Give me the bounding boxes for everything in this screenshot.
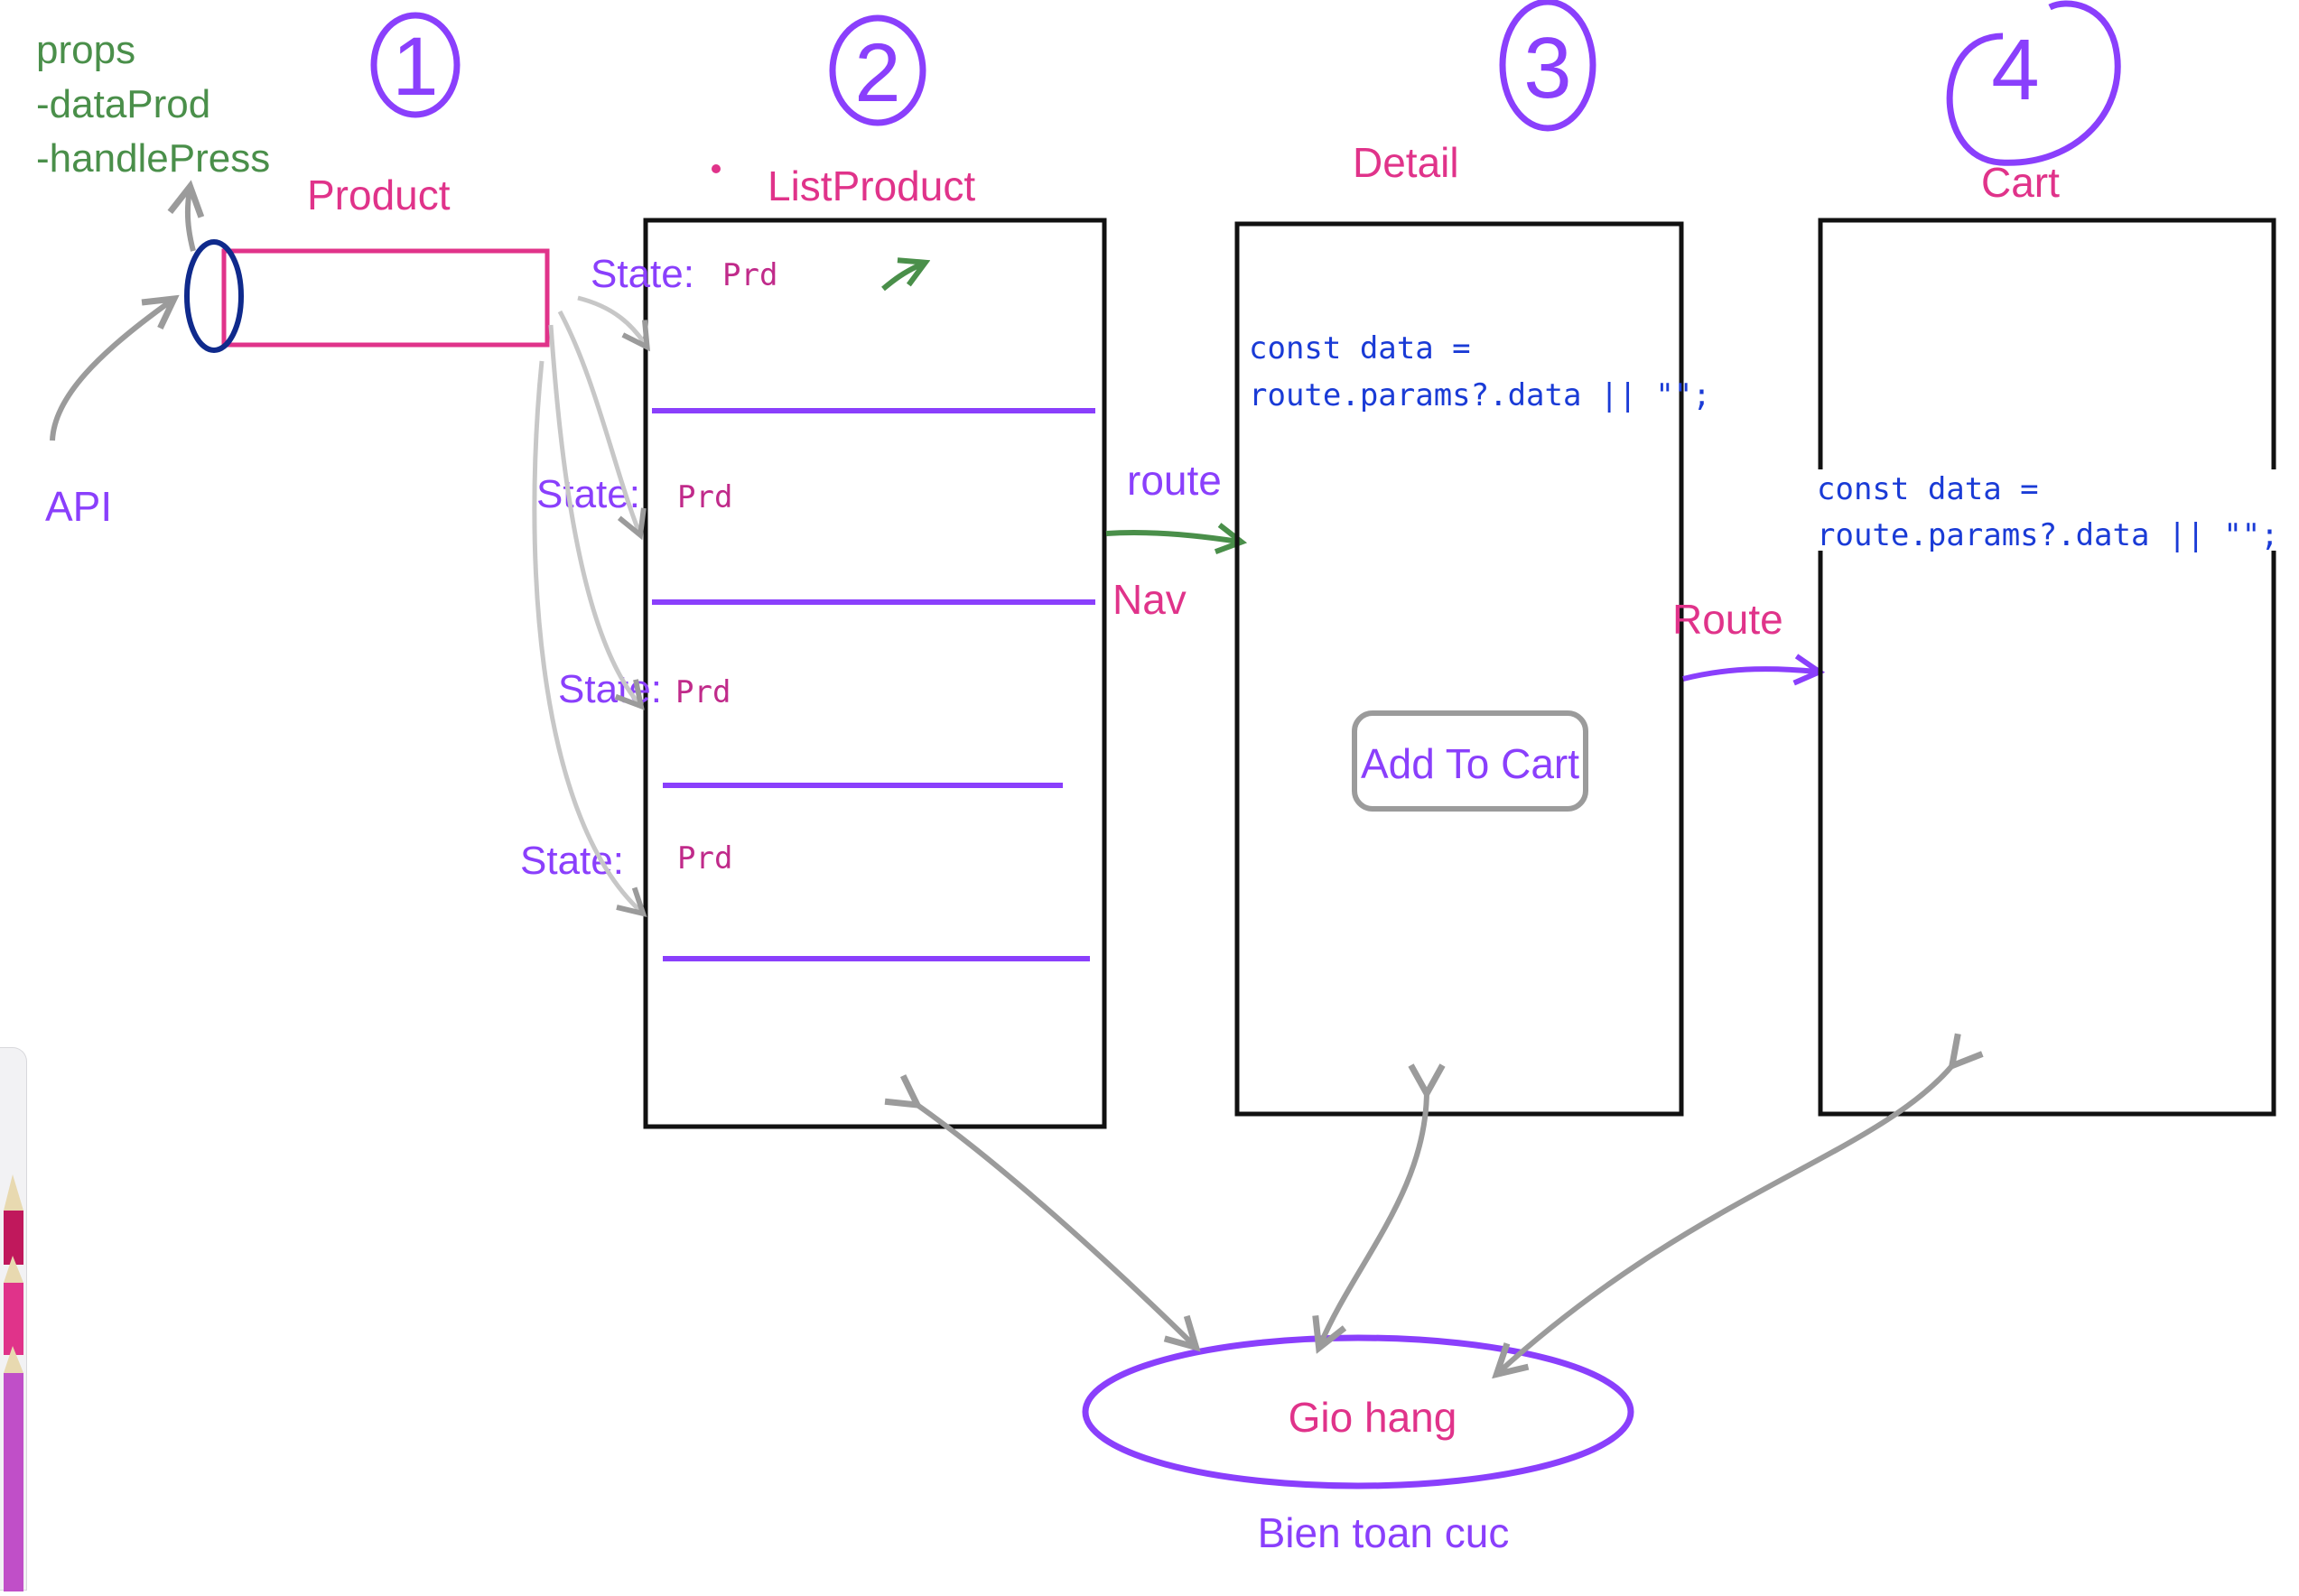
props-arrow	[188, 190, 193, 252]
svg-text:Prd: Prd	[677, 479, 732, 515]
route-upper-label: Route	[1672, 596, 1783, 643]
step-3-badge: 3	[1499, 0, 1596, 132]
api-label: API	[45, 483, 112, 530]
svg-text:State:: State:	[591, 252, 694, 296]
listproduct-screen	[643, 218, 1107, 1129]
props-title: props	[36, 28, 135, 72]
nav-label: Nav	[1112, 576, 1187, 623]
product-props-circle	[184, 239, 244, 353]
route-arrow	[1682, 669, 1817, 679]
product-label: Product	[307, 172, 451, 218]
route-label: route	[1127, 457, 1222, 504]
product-box	[221, 248, 550, 348]
step-1-badge: 1	[370, 12, 461, 118]
listproduct-label: ListProduct	[768, 162, 975, 209]
pencil-tool-dock[interactable]	[0, 1047, 27, 1591]
step-3-number: 3	[1523, 20, 1571, 116]
add-to-cart-button[interactable]: Add To Cart	[1352, 710, 1588, 812]
cart-label: Cart	[1981, 159, 2060, 206]
svg-text:Add To Cart: Add To Cart	[1361, 740, 1579, 787]
svg-text:Prd: Prd	[722, 257, 777, 293]
svg-text:Prd: Prd	[677, 840, 732, 877]
cart-code-line-2: route.params?.data || "";	[1817, 517, 2279, 553]
step-2-number: 2	[854, 27, 900, 119]
step-1-number: 1	[392, 21, 438, 113]
list-item: State: Prd	[520, 839, 732, 883]
detail-label: Detail	[1353, 139, 1459, 186]
api-arrow	[50, 301, 172, 441]
svg-text:State:: State:	[558, 667, 662, 711]
list-item: State: Prd	[591, 252, 777, 296]
step-4-number: 4	[1991, 22, 2039, 118]
props-handlepress: -handlePress	[36, 136, 270, 181]
step-2-badge: 2	[829, 14, 926, 126]
bien-toan-cuc-label: Bien toan cuc	[1258, 1509, 1510, 1556]
pencil-icon[interactable]	[0, 1048, 27, 1591]
svg-text:Prd: Prd	[675, 674, 731, 710]
props-dataprod: -dataProd	[36, 82, 210, 126]
detail-screen	[1234, 221, 1684, 1117]
detail-code-line-1: const data =	[1249, 330, 1471, 367]
nav-arrow	[1105, 533, 1239, 542]
cart-code-line-1: const data =	[1817, 471, 2039, 507]
svg-text:State:: State:	[520, 839, 624, 883]
gio-hang-label: Gio hang	[1289, 1394, 1457, 1441]
detail-code-line-2: route.params?.data || "";	[1249, 377, 1711, 413]
step-4-badge: 4	[1946, 0, 2121, 166]
list-item: State: Prd	[558, 667, 731, 711]
cart-screen	[1818, 218, 2276, 1117]
